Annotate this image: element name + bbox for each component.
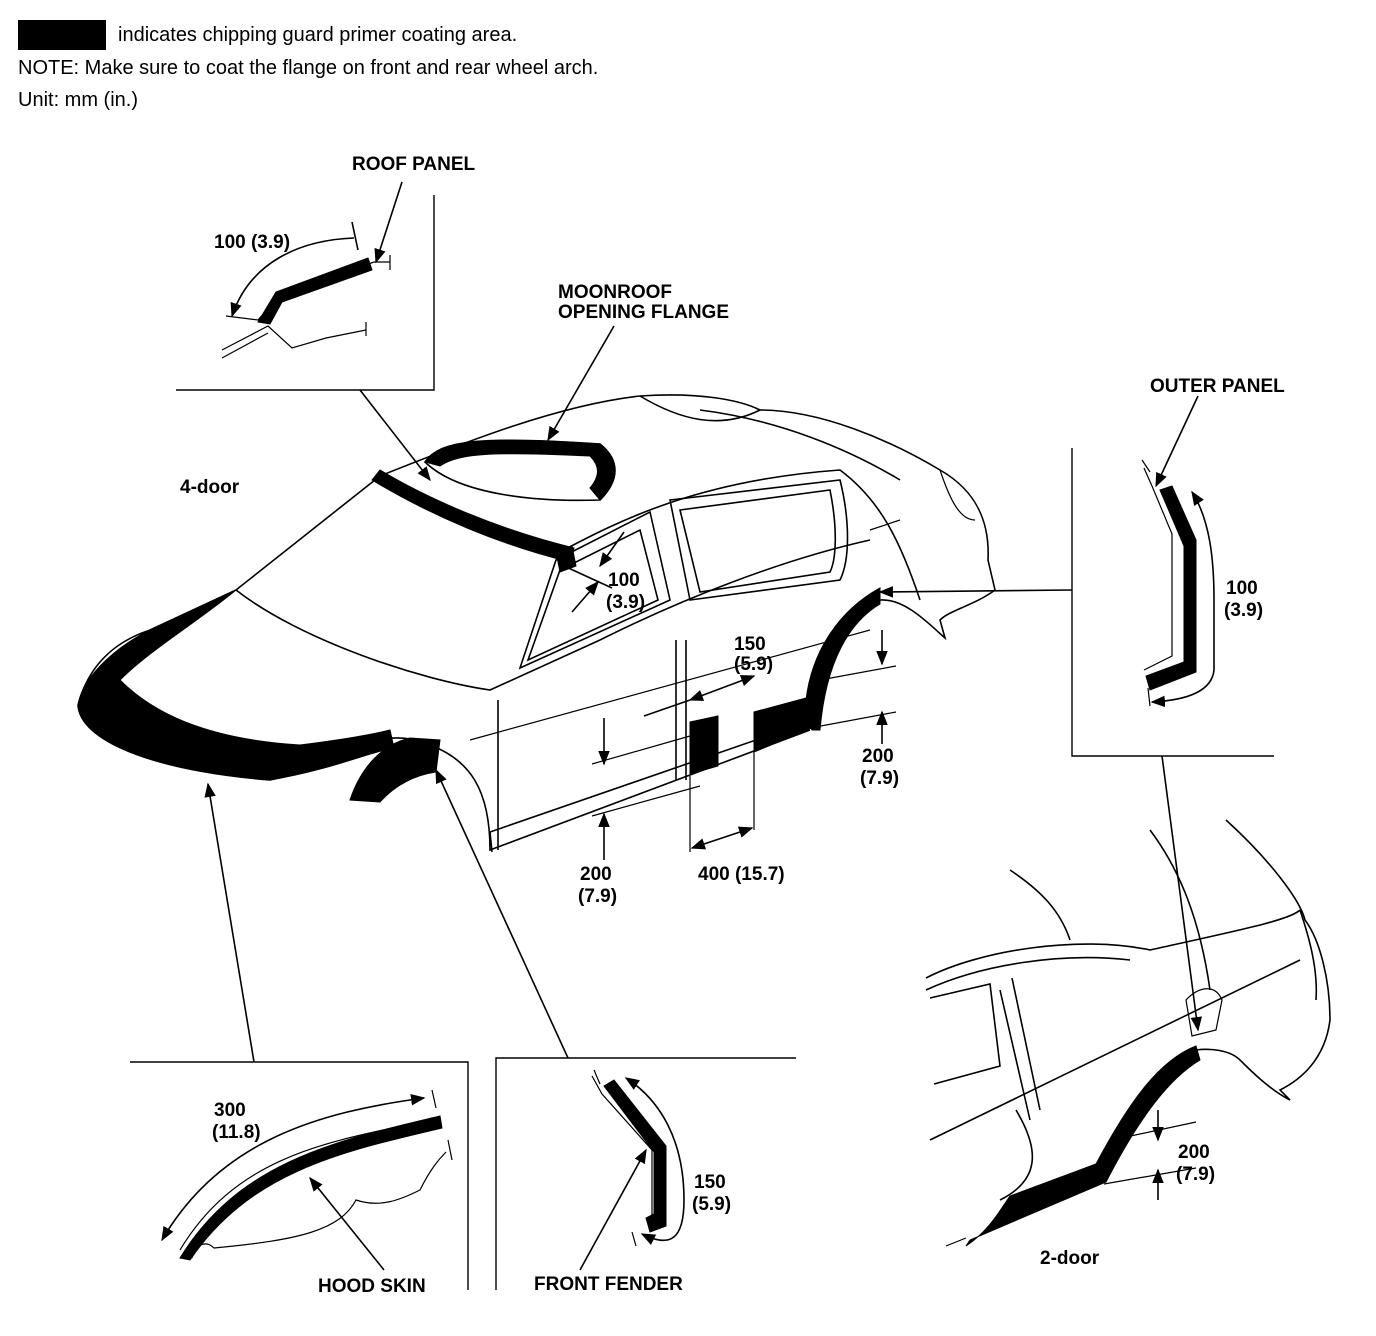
fender-dim-arrow (624, 1077, 685, 1245)
outer-panel-leader (1155, 395, 1199, 488)
moonroof-label-line2: OPENING FLANGE (558, 302, 729, 323)
outer-panel-inset: OUTER PANEL 100 (3.9) (878, 376, 1285, 1032)
fender-inset-frame (495, 1057, 796, 1290)
hood-inset-frame (130, 1061, 469, 1290)
door-rocker-coating (689, 715, 719, 775)
front-fender-leader (579, 1148, 647, 1271)
rear-arch-dim-in: (7.9) (860, 768, 899, 789)
coating-legend-swatch (18, 20, 106, 50)
roof-inset-pointer (359, 389, 431, 482)
rocker-length-dim: 400 (15.7) (698, 864, 785, 885)
outer-panel-dim-arrow (1150, 490, 1215, 708)
two-door-window (929, 983, 1001, 1085)
pillar-dim-mm: 100 (608, 570, 640, 591)
two-door-roof-line (925, 909, 1301, 979)
moonroof-label-line1: MOONROOF (558, 282, 672, 303)
door-mid-dim-mm: 150 (734, 634, 766, 655)
rear-door-window (669, 479, 849, 601)
roof-front-coating (371, 469, 575, 563)
rear-arch-coating (805, 587, 881, 731)
hood-dim-arrow (161, 1094, 426, 1242)
outer-panel-dim-mm: 100 (1226, 578, 1258, 599)
two-door-dim-mm: 200 (1178, 1142, 1210, 1163)
rocker-dim-in: (7.9) (578, 886, 617, 907)
roof-panel-leader (374, 181, 403, 264)
hood-inset-pointer (204, 782, 255, 1063)
roof-inset-frame (176, 195, 435, 391)
hood-dim-in: (11.8) (212, 1122, 261, 1143)
front-fender-label: FRONT FENDER (534, 1274, 683, 1295)
outer-panel-dim-in: (3.9) (1224, 600, 1263, 621)
moonroof-leader (547, 325, 615, 442)
roof-coating-strip (257, 257, 373, 325)
hood-skin-label: HOOD SKIN (318, 1276, 426, 1297)
rocker-dim-mm: 200 (580, 864, 612, 885)
roof-inner-panel (221, 325, 367, 351)
four-door-label: 4-door (180, 477, 240, 498)
roof-panel-dim: 100 (3.9) (214, 232, 290, 253)
door-mid-dim-in: (5.9) (734, 654, 773, 675)
two-door-rear-outline (1195, 819, 1331, 1101)
outer-panel-label: OUTER PANEL (1150, 376, 1285, 397)
outer-to-two-door-pointer (1161, 755, 1203, 1032)
fuel-door (1185, 988, 1223, 1037)
rear-rocker-coating (753, 697, 813, 753)
hood-skin-leader (309, 1176, 385, 1271)
fender-dim-mm: 150 (694, 1172, 726, 1193)
unit-text: Unit: mm (in.) (18, 89, 138, 111)
outer-inset-pointer (878, 586, 1073, 598)
hood-front-coating (77, 589, 395, 781)
front-fender-inset: 150 (5.9) FRONT FENDER (435, 768, 796, 1295)
legend-text: indicates chipping guard primer coating … (118, 24, 518, 46)
note-text: NOTE: Make sure to coat the flange on fr… (18, 57, 599, 79)
fender-inset-pointer (435, 768, 569, 1059)
two-door-car: 200 (7.9) 2-door (925, 819, 1331, 1269)
rocker-length-dim-arrow (690, 826, 754, 850)
hood-skin-inset: 300 (11.8) HOOD SKIN (130, 782, 469, 1297)
pillar-dim-in: (3.9) (606, 592, 645, 613)
front-fender-arch-coating (349, 737, 441, 803)
front-door-window (518, 510, 671, 670)
hood-dim-mm: 300 (214, 1100, 246, 1121)
hood-cowl-line (235, 539, 871, 691)
two-door-dim-in: (7.9) (1176, 1164, 1215, 1185)
rear-arch-dim-mm: 200 (862, 746, 894, 767)
legend: indicates chipping guard primer coating … (18, 18, 598, 52)
roof-panel-inset: ROOF PANEL 100 (3.9) (176, 154, 476, 482)
header: indicates chipping guard primer coating … (18, 18, 598, 116)
roof-dim-arrow (230, 237, 355, 318)
four-door-car: 4-door MOONROOF (77, 282, 996, 907)
outer-panel-coating (1145, 485, 1197, 691)
outer-inset-frame (1071, 448, 1274, 757)
door-mid-dim-arrow (688, 675, 756, 701)
fender-dim-in: (5.9) (692, 1194, 731, 1215)
two-door-rear-coating (965, 1045, 1201, 1247)
two-door-label: 2-door (1040, 1248, 1100, 1269)
moonroof-coating-flange (424, 439, 616, 501)
roof-panel-label: ROOF PANEL (352, 154, 476, 175)
